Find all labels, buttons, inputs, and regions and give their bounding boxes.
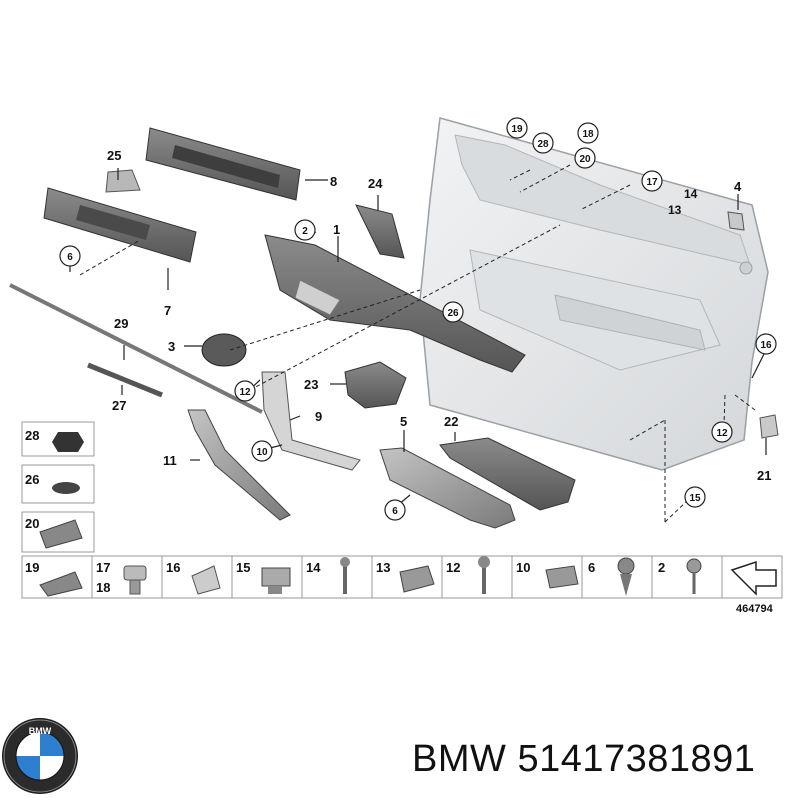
rod-27 [87,362,163,398]
diagram-number: 464794 [736,603,774,615]
cover-25 [105,169,141,193]
bottom-legend-labels: 19 17 18 16 15 14 13 12 10 6 2 [25,560,665,595]
callout-14: 14 [684,187,698,201]
callout-5: 5 [400,414,407,429]
circled-callout-labels: 19 28 18 20 17 2 6 26 16 12 10 12 15 6 [67,124,772,517]
callout-24: 24 [368,176,383,191]
speaker-cover-3 [201,333,247,367]
legend-10: 10 [516,560,530,575]
callout-27: 27 [112,398,126,413]
callout-28: 28 [537,139,549,150]
callout-12a: 12 [239,387,251,398]
brand-name: BMW [412,738,507,780]
callout-25: 25 [107,148,121,163]
callout-22: 22 [444,414,458,429]
bottom-legend [21,555,783,599]
callout-17: 17 [646,177,658,188]
svg-text:BMW: BMW [29,726,52,736]
legend-side-28: 28 [25,428,39,443]
callout-19: 19 [511,124,523,135]
legend-6: 6 [588,560,595,575]
legend-2: 2 [658,560,665,575]
callout-15: 15 [689,493,701,504]
callout-18: 18 [582,129,594,140]
callout-13: 13 [668,203,682,217]
switch-cover-24 [355,204,405,259]
door-panel [419,117,769,471]
callout-9: 9 [315,409,322,424]
clip-4 [727,211,745,231]
armrest-1 [264,234,526,373]
callout-29: 29 [114,316,128,331]
callout-10: 10 [256,447,268,458]
cover-23 [344,361,407,409]
leader-lines [79,164,756,523]
callout-7: 7 [164,303,171,318]
callout-8: 8 [330,174,337,189]
callout-3: 3 [168,339,175,354]
trim-strip-7 [43,187,197,263]
trim-strip-8 [145,127,301,201]
callout-11: 11 [163,453,177,468]
callout-6a: 6 [67,252,73,263]
rod-29 [9,283,263,414]
callout-23: 23 [304,377,318,392]
legend-side-20: 20 [25,516,39,531]
callout-2: 2 [302,226,308,237]
callout-labels: 8 25 24 7 1 3 29 27 4 23 9 11 5 22 21 14… [107,148,771,483]
callout-21: 21 [757,468,771,483]
circled-callouts [59,117,777,521]
callout-16: 16 [760,340,772,351]
bmw-logo: BMW [2,718,78,794]
clip-21 [759,414,779,439]
legend-side-26: 26 [25,472,39,487]
legend-13: 13 [376,560,390,575]
handle-carrier-9 [261,371,361,471]
side-legend [21,421,95,553]
armrest-pad-5 [379,447,516,529]
callout-26: 26 [447,308,459,319]
legend-16: 16 [166,560,180,575]
legend-12: 12 [446,560,460,575]
pull-handle-11 [187,409,291,521]
legend-18: 18 [96,580,110,595]
callout-4: 4 [734,179,742,194]
part-caption: BMW 51417381891 [412,738,755,781]
legend-17: 17 [96,560,110,575]
armrest-pad-22 [439,437,576,511]
legend-15: 15 [236,560,250,575]
callout-20: 20 [579,154,591,165]
part-number: 51417381891 [517,738,756,780]
callout-1: 1 [333,222,340,237]
callout-12b: 12 [716,428,728,439]
legend-19: 19 [25,560,39,575]
callout-6b: 6 [392,506,398,517]
legend-14: 14 [306,560,321,575]
solid-leaders [69,168,767,506]
